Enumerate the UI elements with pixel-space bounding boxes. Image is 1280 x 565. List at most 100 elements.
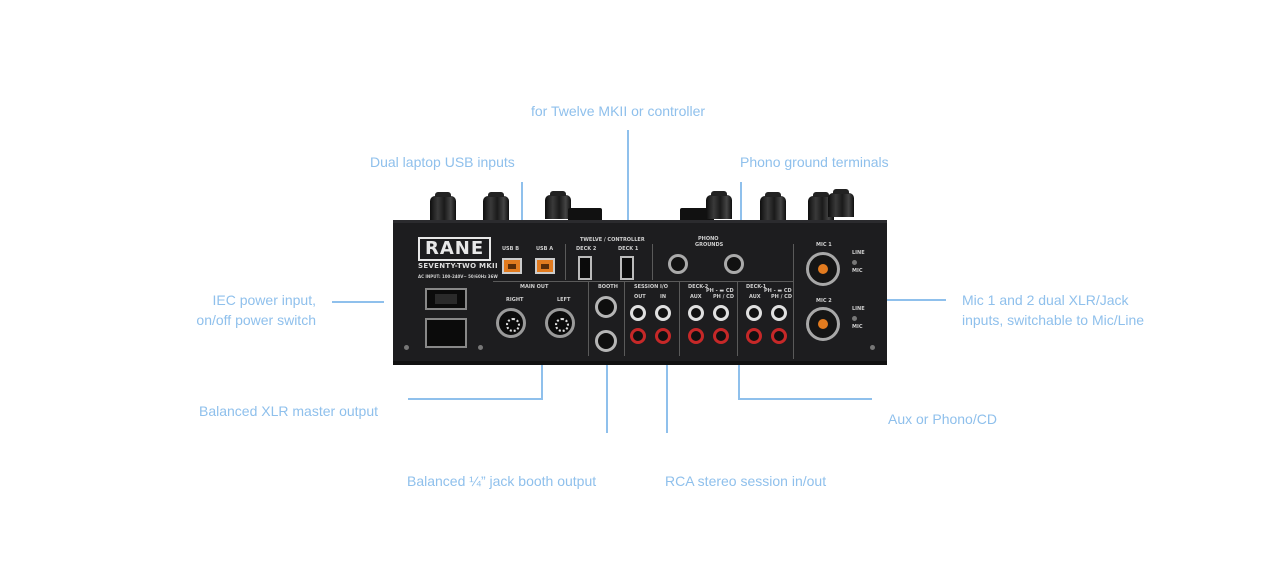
callout-controller: for Twelve MKII or controller [531,103,706,119]
panel-divider [737,282,738,356]
twelve-controller-label: TWELVE / CONTROLLER [580,237,645,243]
knob [706,191,732,219]
callout-booth: Balanced ¼” jack booth output [407,473,597,489]
screw [404,345,409,350]
session-in-rca-left[interactable] [655,305,671,321]
mic1-label: MIC 1 [816,242,832,248]
leader-mic [842,299,946,301]
deck1-phcd-rca-left[interactable] [771,305,787,321]
panel-divider [624,282,625,356]
leader-xlr-vertical [541,354,543,399]
callout-xlr-master: Balanced XLR master output [199,403,378,419]
deck2-aux-rca-right[interactable] [688,328,704,344]
leader-rca-session [666,362,668,433]
screw [870,345,875,350]
deck1-aux-label: AUX [749,294,761,300]
usb-b-port[interactable] [502,258,522,274]
xlr-output-right[interactable] [496,308,526,338]
callout-rca-session: RCA stereo session in/out [665,473,827,489]
usb-a-port[interactable] [535,258,555,274]
knob [545,191,571,219]
mic2-mic-label: MIC [852,324,863,330]
deck1-phcd-rca-right[interactable] [771,328,787,344]
panel-divider [793,244,794,359]
leader-controller [627,130,629,222]
leader-phono-ground [740,182,742,238]
booth-label: BOOTH [598,284,618,290]
phono-grounds-label-1: PHONO [698,236,719,242]
mic1-combo-input[interactable] [806,252,840,286]
panel-divider [652,244,653,280]
leader-aux-horizontal [738,398,872,400]
deck2-ph-switch-label: PH - ▬ CD [706,288,734,294]
controller-usb-deck1[interactable] [620,256,634,280]
controller-usb-deck2[interactable] [578,256,592,280]
callout-mic: Mic 1 and 2 dual XLR/Jack inputs, switch… [962,290,1144,330]
fader-cap [568,208,602,222]
mic1-mic-label: MIC [852,268,863,274]
fader-cap [680,208,714,222]
leader-aux-vertical [738,354,740,400]
mic2-switch[interactable] [852,316,857,321]
deck1-controller-label: DECK 1 [618,246,639,252]
deck1-aux-rca-right[interactable] [746,328,762,344]
iec-power-inlet[interactable] [425,318,467,348]
model-name: SEVENTY-TWO MKII [418,262,498,270]
session-in-rca-right[interactable] [655,328,671,344]
deck2-aux-label: AUX [690,294,702,300]
leader-xlr-horizontal [408,398,543,400]
panel-divider [565,244,566,280]
deck2-phcd-rca-right[interactable] [713,328,729,344]
session-io-label: SESSION I/O [634,284,668,290]
session-in-label: IN [660,294,667,300]
main-out-right-label: RIGHT [506,297,524,303]
mic2-combo-input[interactable] [806,307,840,341]
leader-usb [521,182,523,238]
leader-booth [606,362,608,433]
main-out-label: MAIN OUT [520,284,549,290]
knob [430,192,456,220]
booth-jack-right[interactable] [595,330,617,352]
ac-input-rating: AC INPUT: 100-240V~ 50/60Hz 36W [418,274,498,279]
mic1-switch[interactable] [852,260,857,265]
main-out-left-label: LEFT [557,297,571,303]
mic2-label: MIC 2 [816,298,832,304]
callout-mic-line1: Mic 1 and 2 dual XLR/Jack [962,292,1129,308]
phono-ground-terminal[interactable] [668,254,688,274]
knob [483,192,509,220]
screw [478,345,483,350]
callout-mic-line2: inputs, switchable to Mic/Line [962,312,1145,328]
callout-usb: Dual laptop USB inputs [370,154,515,170]
callout-iec-line2: on/off power switch [196,312,316,328]
deck2-phcd-rca-left[interactable] [713,305,729,321]
deck1-aux-rca-left[interactable] [746,305,762,321]
power-switch[interactable] [425,288,467,310]
usb-b-label: USB B [502,246,520,252]
mic1-line-label: LINE [852,250,865,256]
session-out-label: OUT [634,294,646,300]
panel-divider [493,281,793,282]
mic2-line-label: LINE [852,306,865,312]
xlr-output-left[interactable] [545,308,575,338]
knob [828,189,854,217]
deck1-phcd-label: PH / CD [771,294,792,300]
callout-iec: IEC power input, on/off power switch [160,290,316,330]
session-out-rca-right[interactable] [630,328,646,344]
rane-logo: RANE [418,237,492,261]
phono-ground-terminal[interactable] [724,254,744,274]
leader-iec [332,301,384,303]
deck1-rca-label: DECK-1 [746,284,767,290]
panel-divider [588,282,589,356]
deck2-aux-rca-left[interactable] [688,305,704,321]
booth-jack-left[interactable] [595,296,617,318]
phono-grounds-label-2: GROUNDS [695,242,724,248]
knob [760,192,786,220]
deck2-rca-label: DECK-2 [688,284,709,290]
callout-aux-phono: Aux or Phono/CD [888,411,997,427]
deck2-phcd-label: PH / CD [713,294,734,300]
usb-a-label: USB A [536,246,554,252]
callout-phono-ground: Phono ground terminals [740,154,889,170]
panel-divider [679,282,680,356]
deck2-controller-label: DECK 2 [576,246,597,252]
session-out-rca-left[interactable] [630,305,646,321]
